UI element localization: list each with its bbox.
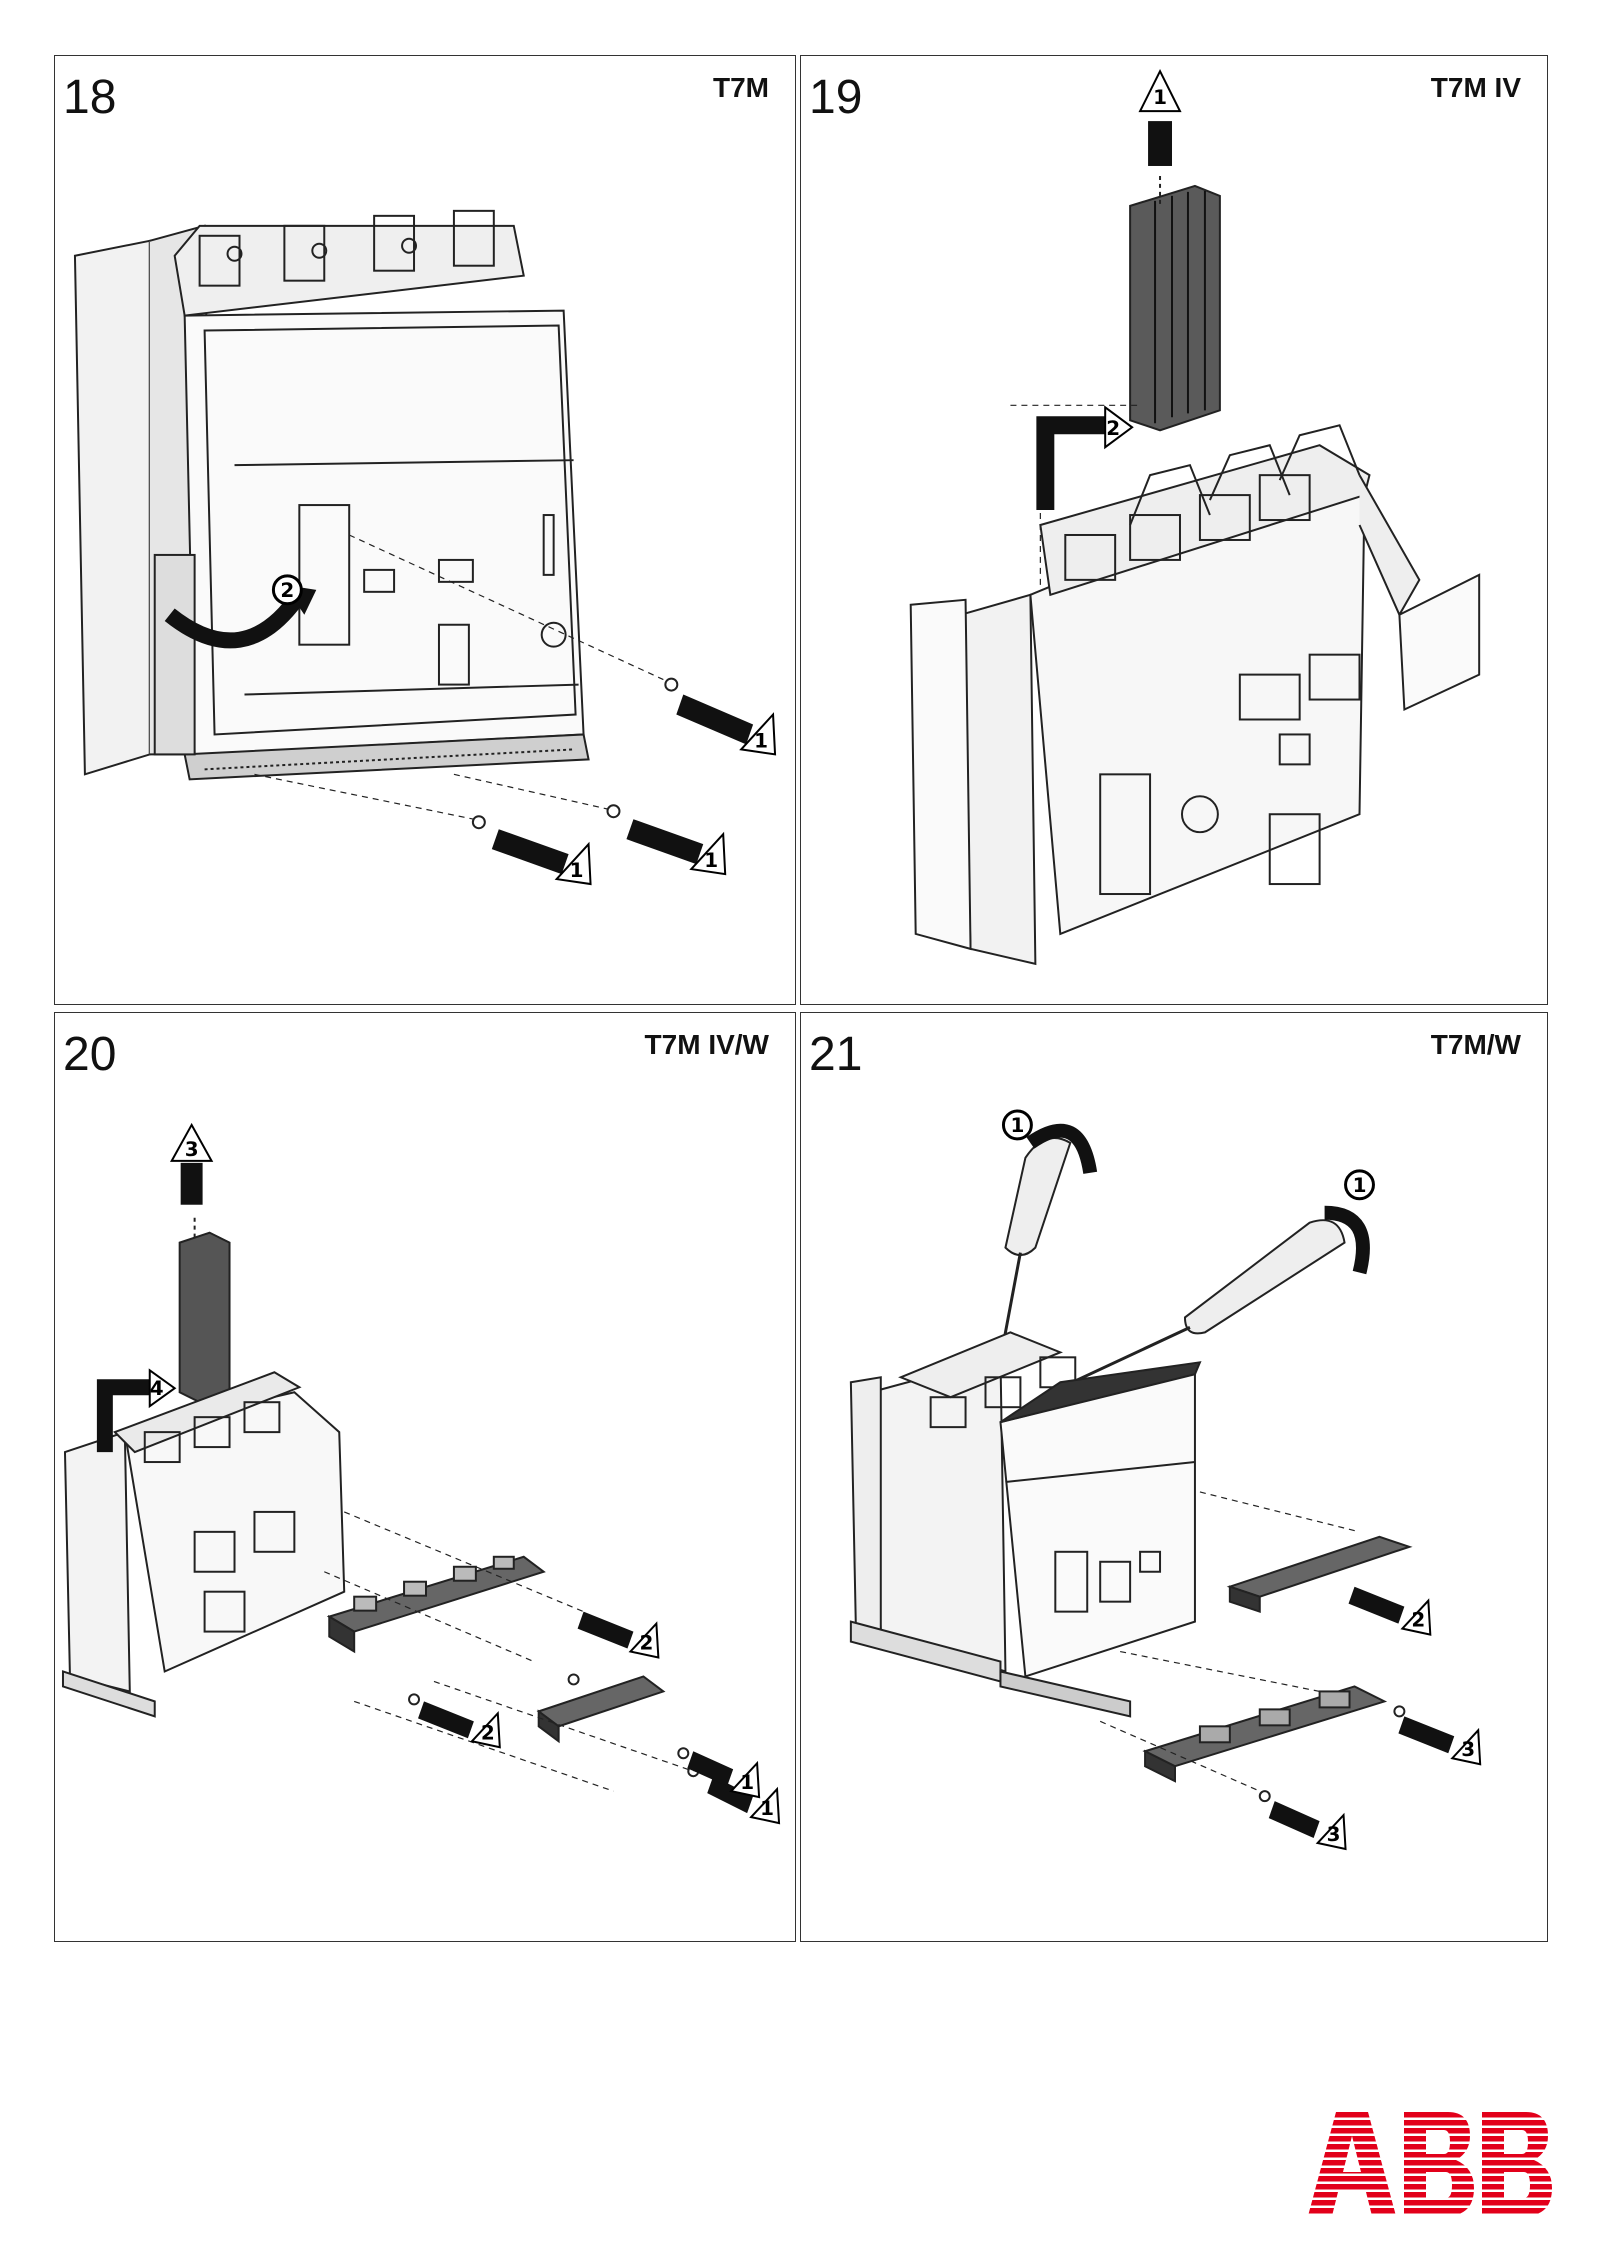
arrow-head-icon [1400,1598,1432,1636]
arrow-head-icon [148,1368,177,1409]
arrow-head-icon [1315,1812,1347,1851]
badge-label: 1 [754,728,768,752]
step-badge-icon [271,574,303,606]
step-number: 20 [63,1028,117,1081]
badge-label: 1 [1353,1173,1367,1197]
badge-label: 3 [1327,1822,1341,1846]
arrow-head-icon [554,841,592,886]
step-number: 19 [809,71,863,124]
badge-label: 1 [704,848,718,872]
step-panel-21: 21 T7M/W [800,1012,1548,1942]
step-panel-18: 18 T7M [54,55,796,1005]
model-label: T7M IV [1430,72,1521,103]
model-label: T7M IV/W [644,1029,769,1060]
model-label: T7M/W [1430,1029,1521,1060]
arrow-head-icon [628,1621,660,1659]
step-number: 18 [63,71,117,124]
withdrawable-cover-removal-illustration: 3 4 2 2 1 1 [61,1122,781,1825]
arrow-head-icon [169,1122,214,1162]
arrow-head-icon [1138,68,1182,113]
arrow-head-icon [749,1786,781,1825]
step-number: 21 [809,1028,863,1081]
arrow-head-icon [739,712,777,756]
badge-label: 2 [280,578,294,602]
step-badge-icon [1001,1109,1033,1141]
badge-label: 1 [740,1770,754,1794]
step-panel-19: 19 T7M IV [800,55,1548,1005]
badge-label: 3 [1461,1737,1475,1761]
screwdriver-cover-removal-illustration: 1 1 2 3 3 [849,1109,1482,1851]
badge-label: 2 [481,1720,495,1744]
badge-label: 2 [1411,1608,1425,1632]
breaker-terminal-cover-removal-illustration: 1 2 [909,68,1481,966]
arrow-head-icon [1450,1727,1482,1766]
badge-label: 3 [185,1137,199,1161]
badge-label: 2 [1106,416,1120,440]
badge-group: 2 1 1 1 [271,574,777,886]
step-badge-icon [1344,1169,1375,1201]
arrow-head-icon [689,831,727,876]
step-panel-20: 20 T7M IV/W [54,1012,796,1942]
badge-label: 1 [570,858,584,882]
model-label: T7M [713,72,769,103]
badge-label: 1 [1153,85,1167,109]
badge-label: 1 [760,1796,774,1820]
arrow-head-icon [1104,405,1134,450]
breaker-front-cover-removal-illustration: 2 1 1 1 [73,209,777,886]
arrow-head-icon [469,1710,501,1749]
badge-label: 1 [1010,1113,1024,1137]
badge-label: 4 [150,1376,164,1400]
badge-label: 2 [639,1631,653,1655]
arrow-head-icon [729,1760,761,1799]
abb-logo [1308,2112,1552,2216]
